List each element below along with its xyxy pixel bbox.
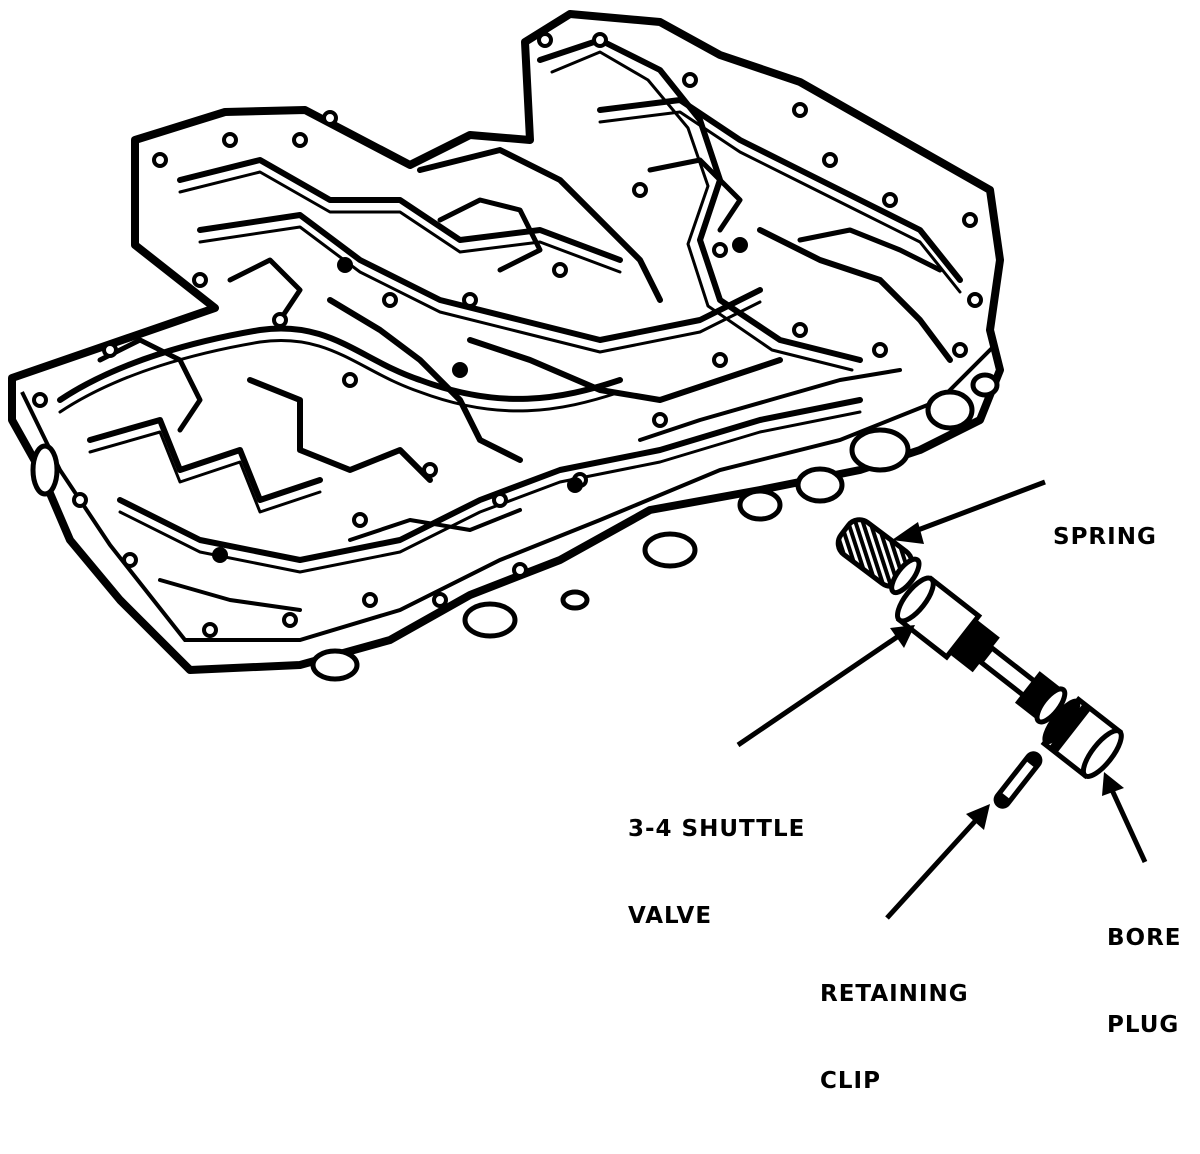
retaining-clip-leader [885, 816, 980, 920]
spring-label: SPRING [1053, 465, 1157, 610]
bore-plug-part [1040, 695, 1124, 780]
retaining-clip-part [993, 751, 1043, 809]
retaining-clip-label-line-2: CLIP [820, 1068, 881, 1094]
spring-part [835, 517, 922, 596]
bore-plug-label: BORE PLUG [1107, 866, 1182, 1098]
bolt-holes [32, 32, 983, 638]
valve-bores [30, 372, 1000, 682]
bore-plug-arrowhead [1102, 772, 1124, 796]
shuttle-valve-label-line-2: VALVE [628, 903, 713, 929]
leader-lines [736, 479, 1148, 920]
diagram-canvas: SPRING 3-4 SHUTTLE VALVE BORE PLUG RETAI… [8, 10, 1181, 1094]
bore-plug-label-line-1: BORE [1107, 925, 1182, 951]
spring-arrowhead [892, 522, 924, 544]
check-balls [212, 237, 748, 563]
spring-leader [909, 479, 1046, 536]
retaining-clip-label: RETAINING CLIP [820, 922, 969, 1154]
shuttle-valve-label-line-1: 3-4 SHUTTLE [628, 816, 806, 842]
bore-plug-label-line-2: PLUG [1107, 1012, 1180, 1038]
spring-label-line-1: SPRING [1053, 524, 1157, 550]
retaining-clip-arrowhead [966, 804, 990, 830]
valve-body [8, 10, 1004, 682]
valve-body-outline [8, 10, 1004, 674]
retaining-clip-label-line-1: RETAINING [820, 981, 969, 1007]
valve-body-top-edge [20, 343, 997, 642]
bore-plug-leader [1109, 788, 1148, 864]
diagram-drawing [8, 10, 1148, 920]
shuttle-valve-label: 3-4 SHUTTLE VALVE [628, 757, 805, 989]
shuttle-valve-arrowhead [890, 625, 915, 648]
oil-passages [57, 37, 963, 612]
shuttle-valve-leader [736, 632, 902, 748]
shuttle-valve-part [895, 575, 1068, 725]
